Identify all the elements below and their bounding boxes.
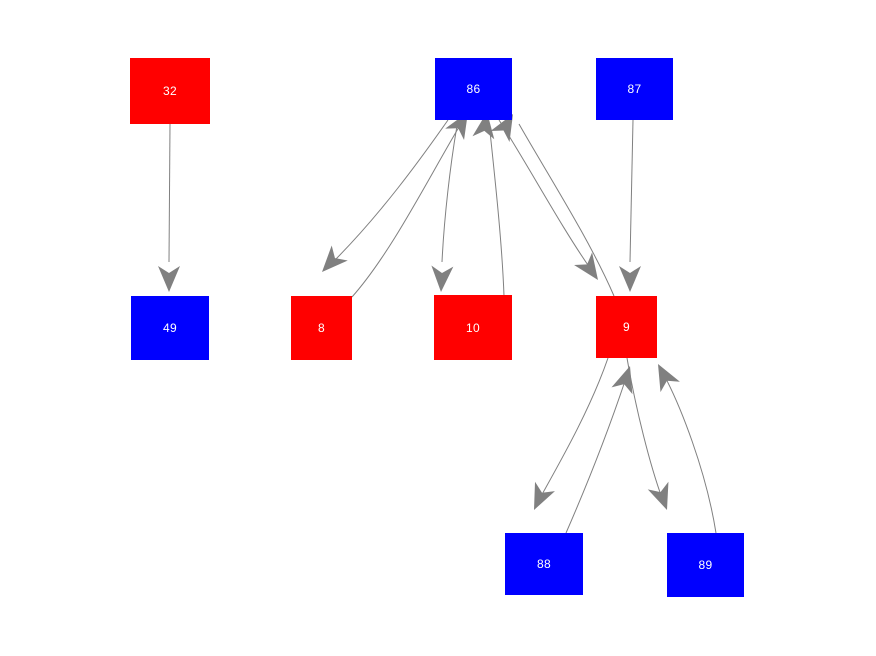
graph-edge [158,123,180,292]
graph-edge [351,112,468,298]
graph-node-label: 10 [466,320,480,335]
graph-node-label: 89 [698,558,713,572]
graph-node-86[interactable]: 86 [435,58,512,120]
graph-node-9[interactable]: 9 [596,296,657,358]
edge-line [629,119,634,263]
edge-line [351,121,463,298]
edge-line [168,123,171,263]
edge-line [539,357,609,499]
graph-node-8[interactable]: 8 [291,296,352,360]
graph-edge [626,357,669,510]
graph-edge [658,364,717,534]
graph-edge [619,119,641,292]
graph-node-88[interactable]: 88 [505,533,583,595]
edge-line [332,119,449,263]
graph-node-32[interactable]: 32 [130,58,210,124]
edge-arrowhead [574,252,598,280]
edge-line [565,377,627,534]
edge-line [518,123,615,297]
edge-line [626,357,663,499]
graph-node-10[interactable]: 10 [434,295,512,360]
graph-node-label: 8 [318,321,325,335]
edge-arrowhead [158,266,180,292]
graph-node-label: 87 [627,82,642,96]
edge-arrowhead [611,366,633,395]
graph-edge [322,119,449,272]
edge-line [488,121,505,297]
graph-edge [431,119,459,292]
graph-node-87[interactable]: 87 [596,58,673,120]
graph-edge [534,357,609,510]
edge-line [663,374,717,534]
graph-edge [565,366,633,534]
graph-node-89[interactable]: 89 [667,533,744,597]
edge-arrowhead [658,364,680,393]
graph-node-label: 49 [163,321,177,335]
edge-line [498,119,591,269]
edge-arrowhead [647,481,669,510]
edge-arrowhead [431,265,454,292]
edge-arrowhead [534,481,555,510]
edge-arrowhead [619,266,641,292]
graph-node-label: 9 [623,320,630,334]
graph-node-label: 86 [466,82,481,96]
edge-arrowhead [322,245,348,272]
graph-edge [498,119,598,280]
graph-node-label: 32 [163,84,177,98]
graph-node-49[interactable]: 49 [131,296,209,360]
graph-edge [472,112,505,297]
graph-node-label: 88 [537,557,551,571]
graph-edge [490,114,615,297]
edge-line [441,119,459,263]
